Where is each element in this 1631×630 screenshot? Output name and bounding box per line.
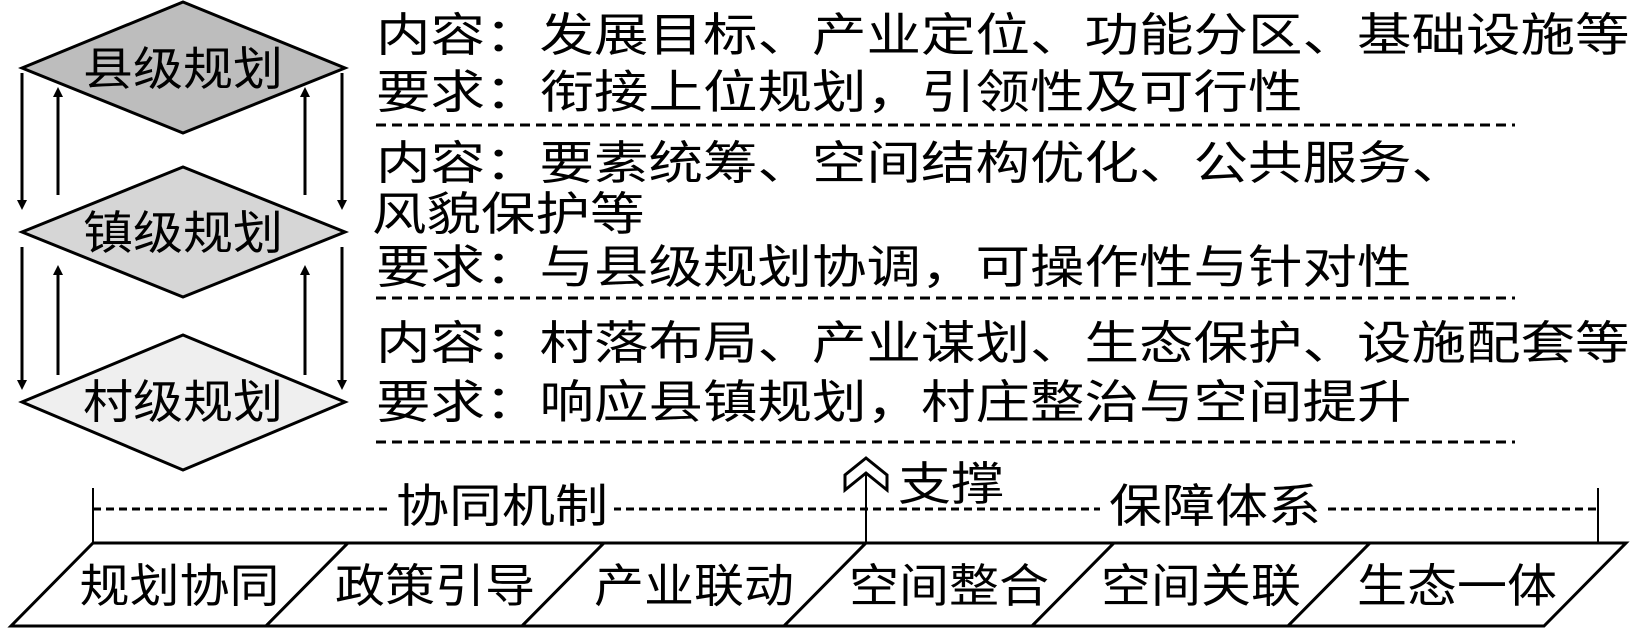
pillar-5: 空间关联 [1028,541,1374,628]
arrows [17,73,347,390]
town-diamond [17,165,350,299]
coordination-mechanism-label: 协同机制 [396,479,608,533]
town-content-line2: 风貌保护等 [372,187,645,241]
village-requirement: 要求：响应县镇规划，村庄整治与空间提升 [376,375,1412,429]
county-content: 内容：发展目标、产业定位、功能分区、基础设施等 [376,8,1630,62]
level-county: 县级规划 [18,0,350,135]
county-label: 县级规划 [83,42,283,96]
town-requirement: 要求：与县级规划协调，可操作性与针对性 [376,240,1412,294]
town-content-line1: 内容：要素统筹、空间结构优化、公共服务、 [376,136,1466,190]
pillar-box [1284,541,1630,628]
county-requirement: 要求：衔接上位规划，引领性及可行性 [376,65,1303,119]
pillar-label: 政策引导 [335,559,535,613]
pillar-label: 生态一体 [1357,559,1557,613]
village-label: 村级规划 [83,375,283,429]
pillar-label: 规划协同 [80,559,280,613]
county-diamond [18,0,350,135]
village-diamond [18,333,349,472]
pillar-label: 空间整合 [849,559,1049,613]
guarantee-system-label: 保障体系 [1109,479,1321,533]
level-town: 镇级规划 [17,165,350,299]
chevron-up-icon [843,456,889,494]
level-village: 村级规划 [18,333,349,472]
support-bracket: 协同机制 支撑 保障体系 [92,456,1599,543]
pillar-6: 生态一体 [1284,541,1630,628]
support-label: 支撑 [898,457,1004,511]
pillar-label: 产业联动 [594,559,794,613]
pillar-1: 规划协同 [7,541,352,628]
pillar-label: 空间关联 [1101,559,1301,613]
town-label: 镇级规划 [83,206,283,260]
descriptions: 内容：发展目标、产业定位、功能分区、基础设施等 要求：衔接上位规划，引领性及可行… [372,8,1630,444]
pillars: 规划协同 政策引导 产业联动 空间整合空间关联 生态一体 [7,541,1630,628]
village-content: 内容：村落布局、产业谋划、生态保护、设施配套等 [376,316,1630,370]
pillar-2: 政策引导 [262,541,608,628]
